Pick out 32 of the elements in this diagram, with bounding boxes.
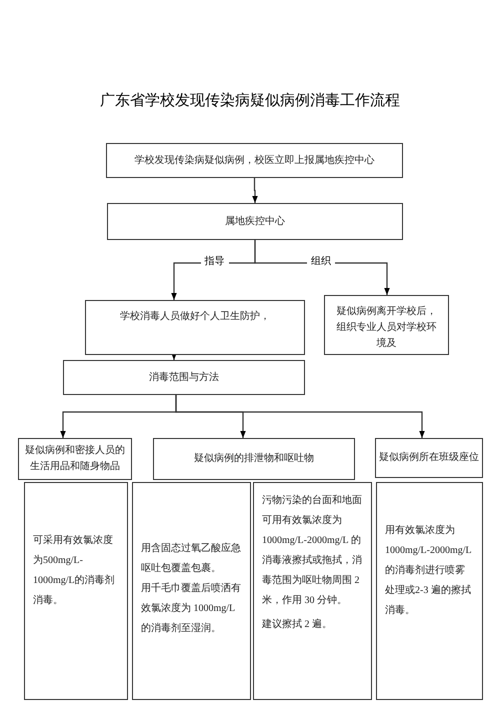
process-box — [85, 300, 305, 355]
node-text: 建议擦拭 2 遍。 — [262, 618, 332, 632]
process-box — [324, 295, 449, 355]
method-box — [376, 482, 483, 700]
node-text: 学校消毒人员做好个人卫生防护， — [120, 310, 270, 324]
process-box — [107, 203, 403, 240]
category-box — [18, 438, 132, 480]
edge-label: 指导 — [200, 257, 228, 267]
diagram-title: 广东省学校发现传染病疑似病例消毒工作流程 — [99, 91, 401, 111]
method-box — [253, 482, 372, 700]
node-text: 疑似病例所在班级座位 — [379, 450, 479, 465]
arrow — [171, 352, 177, 360]
node-text: 学校发现传染病疑似病例，校医立即上报属地疾控中心 — [134, 154, 374, 168]
node-text: 疑似病例离开学校后，组织专业人员对学校环境及 — [336, 304, 438, 351]
node-text: 用含固态过氧乙酸应急呕吐包覆盖包裹。 — [141, 542, 242, 576]
node-text: 疑似病例和密接人员的生活用品和随身物品 — [24, 444, 126, 474]
category-box — [153, 438, 355, 480]
node-text: 用千毛巾覆盖后喷洒有效氯浓度为 1000mg/L 的消毒剂至湿润。 — [141, 582, 242, 636]
node-text: 消毒范围与方法 — [149, 370, 219, 384]
node-text: 疑似病例的排泄物和呕吐物 — [194, 452, 314, 466]
process-box — [63, 360, 305, 395]
process-box — [106, 143, 403, 178]
method-box — [132, 482, 251, 700]
edge-label: 组织 — [307, 257, 335, 267]
category-box — [375, 438, 483, 478]
arrow — [252, 178, 258, 203]
node-text: 可采用有效氯浓度为500mg/L-1000mg/L的消毒剂消毒。 — [33, 534, 116, 608]
arrow — [175, 395, 425, 438]
node-text: 污物污染的台面和地面可用有效氯浓度为1000mg/L-2000mg/L 的消毒液擦拭或拖拭，消毒范围为呕吐物周围 2 米，作用 30 分钟。 — [262, 494, 363, 608]
node-text: 用有效氯浓度为1000mg/L-2000mg/L 的消毒剂进行喷雾处理或2-3 遍的擦拭消毒。 — [385, 524, 472, 618]
method-box — [24, 482, 128, 700]
node-text: 属地疾控中心 — [225, 214, 285, 228]
